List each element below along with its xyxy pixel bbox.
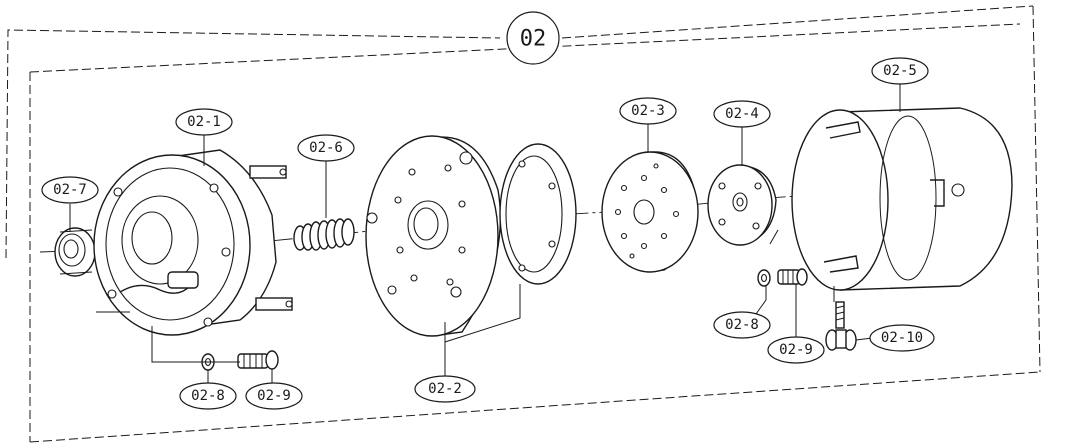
callout-02-3: 02-3 (619, 97, 677, 125)
callout-02-2: 02-2 (414, 375, 476, 403)
part-02-9-screw-right (777, 268, 808, 286)
part-02-7-sleeve (54, 227, 96, 277)
part-02-2-disc (365, 135, 502, 337)
callout-02-9-right: 02-9 (767, 336, 825, 364)
part-02-5-cover (791, 107, 1013, 291)
part-02-2-gasket (499, 143, 577, 285)
label-02-8-right: 02-8 (725, 317, 759, 333)
label-02-5: 02-5 (883, 63, 917, 79)
callout-02-8-right: 02-8 (713, 311, 771, 339)
label-02-7: 02-7 (53, 182, 87, 198)
part-02-1-housing (93, 149, 293, 336)
assembly-number-callout: 02 (506, 11, 560, 65)
label-02-9-right: 02-9 (779, 342, 813, 358)
callout-02-8-left: 02-8 (179, 382, 237, 410)
callout-02-6: 02-6 (297, 134, 355, 162)
part-02-10-wing-bolt (825, 301, 857, 351)
callout-02-4: 02-4 (713, 100, 771, 128)
label-02-10: 02-10 (881, 330, 923, 346)
label-02-3: 02-3 (631, 103, 665, 119)
leader-lines (69, 84, 901, 384)
part-02-3-rotor (601, 151, 699, 273)
callout-02-1: 02-1 (175, 108, 233, 136)
part-02-8-washer-right (757, 269, 771, 287)
assembly-number: 02 (520, 27, 547, 52)
part-02-4-hub (707, 164, 777, 246)
label-02-9-left: 02-9 (257, 388, 291, 404)
part-02-6-spring (293, 218, 355, 251)
callout-02-5: 02-5 (871, 57, 929, 85)
callout-02-7: 02-7 (41, 176, 99, 204)
part-02-9-screw-left (237, 350, 279, 370)
callout-02-10: 02-10 (869, 324, 935, 352)
label-02-1: 02-1 (187, 114, 221, 130)
label-02-8-left: 02-8 (191, 388, 225, 404)
label-02-2: 02-2 (428, 381, 462, 397)
label-02-4: 02-4 (725, 106, 759, 122)
callout-02-9-left: 02-9 (245, 382, 303, 410)
label-02-6: 02-6 (309, 140, 343, 156)
